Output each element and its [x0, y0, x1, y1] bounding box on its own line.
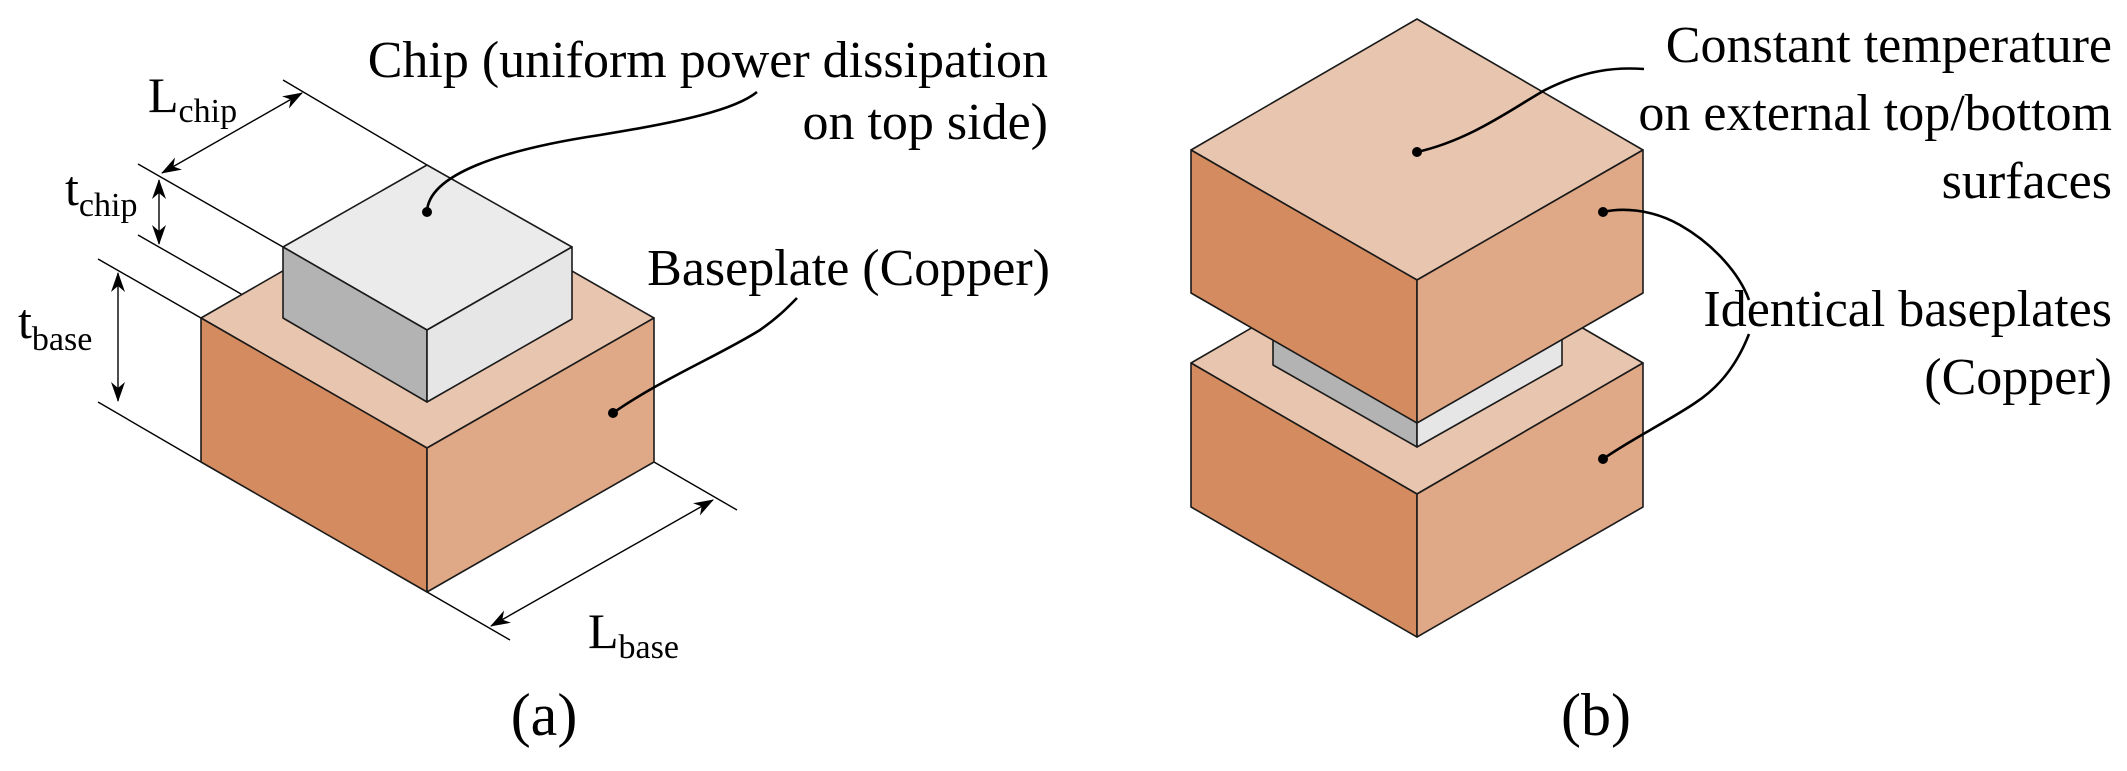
temperature-annotation-line1: Constant temperature [1666, 17, 2112, 74]
lchip-extension-lower [137, 163, 284, 248]
tchip-subscript: chip [79, 187, 138, 224]
baseplate-leader-line [612, 297, 798, 415]
lchip-dimension-arrow [161, 92, 303, 174]
panel-a: Lchip tchip tbase Lbase Chip (uniform po… [18, 32, 1050, 748]
panel-a-caption: (a) [511, 682, 578, 748]
lchip-subscript: chip [179, 93, 238, 130]
lchip-extension-upper [282, 79, 428, 166]
temperature-annotation-line2: on external top/bottom [1638, 85, 2112, 142]
lbase-extension-right [653, 461, 738, 511]
lower-plate-leader-line [1602, 333, 1751, 461]
chip-right-face [426, 246, 573, 403]
tbase-subscript: base [32, 321, 92, 358]
tbase-symbol: t [18, 293, 32, 349]
temperature-annotation-line3: surfaces [1942, 153, 2112, 210]
baseplate-annotation: Baseplate (Copper) [647, 240, 1050, 297]
chip-leader-line [425, 90, 758, 213]
dimension-extension-lines [97, 79, 738, 641]
lchip-label: Lchip [148, 67, 237, 130]
upper-plate-leader-line [1602, 208, 1751, 301]
panel-b: Constant temperature on external top/bot… [1190, 17, 2112, 748]
lbase-dimension-arrow [490, 499, 714, 627]
tbase-label: tbase [18, 293, 92, 358]
baseplates-annotation-line2: (Copper) [1924, 349, 2112, 406]
lbase-symbol: L [588, 603, 619, 659]
lbase-extension-front [426, 591, 511, 641]
lbase-label: Lbase [588, 603, 679, 666]
upper-baseplate-right-face [1416, 149, 1644, 424]
chip-annotation-line2: on top side) [802, 94, 1048, 151]
tchip-symbol: t [65, 160, 79, 216]
lower-plate-leader-dot [1598, 454, 1608, 464]
tbase-extension-lower [97, 401, 202, 463]
tchip-label: tchip [65, 160, 137, 224]
panel-b-caption: (b) [1561, 682, 1631, 748]
baseplate-leader-dot [608, 408, 618, 418]
chip-block [282, 164, 573, 403]
temperature-leader-dot [1412, 147, 1422, 157]
baseplate-right-face [426, 317, 655, 593]
lbase-subscript: base [619, 629, 679, 666]
baseplates-annotation-line1: Identical baseplates [1703, 281, 2112, 338]
chip-leader-dot [422, 207, 432, 217]
temperature-leader-line [1416, 67, 1645, 154]
chip-annotation-line1: Chip (uniform power dissipation [368, 32, 1048, 89]
lower-baseplate-right-face [1416, 362, 1644, 638]
lchip-symbol: L [148, 67, 179, 123]
tbase-extension-upper [97, 258, 202, 319]
upper-plate-leader-dot [1598, 207, 1608, 217]
